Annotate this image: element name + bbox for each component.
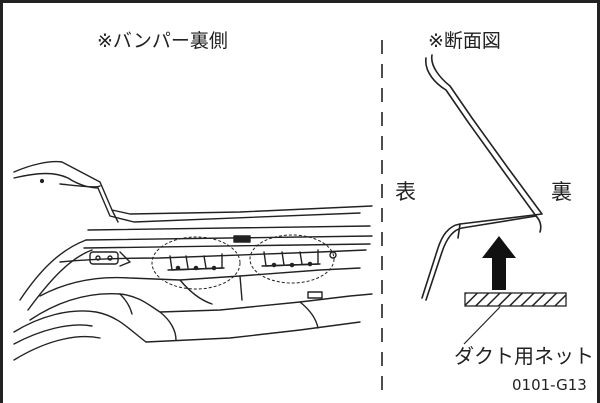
duct-net-location-left (151, 236, 241, 290)
push-direction-arrow (482, 236, 516, 290)
back-side-label: 裏 (551, 180, 572, 204)
cross-section-title: ※断面図 (428, 30, 501, 52)
figure-code: 0101-G13 (512, 376, 587, 394)
bumper-rear-title: ※バンパー裏側 (97, 30, 228, 52)
duct-net-hatched (464, 292, 567, 307)
duct-net-leader-line (463, 306, 501, 345)
bumper-rear-drawing (13, 160, 373, 361)
cross-section-drawing (421, 54, 543, 301)
front-side-label: 表 (395, 180, 416, 204)
duct-net-label: ダクト用ネット (454, 344, 594, 368)
duct-net-location-right (249, 234, 335, 284)
